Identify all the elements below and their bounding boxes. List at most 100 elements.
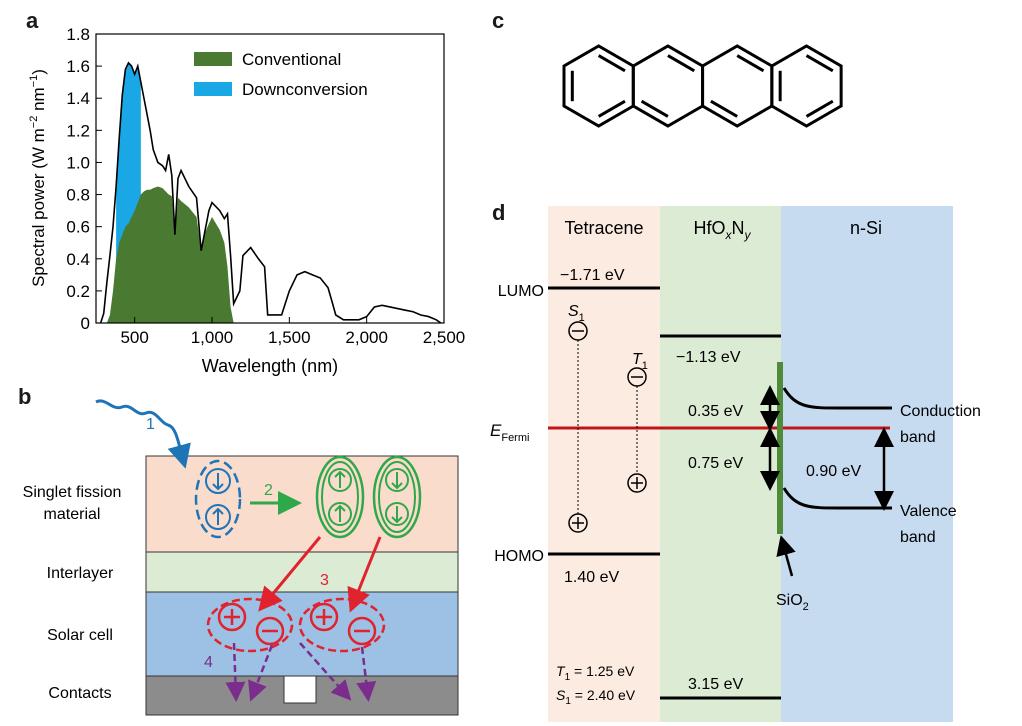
homo-label: HOMO	[494, 548, 544, 565]
valence-band-label-line1: Valence	[900, 503, 957, 520]
benzene-ring	[631, 44, 705, 128]
plus-icon	[568, 513, 588, 533]
energy-diagram: Tetracene HfOxNy n-Si LUMO −1.71 eV −1.1…	[490, 206, 981, 722]
t1-state-label: T1	[632, 351, 648, 372]
step-label-4: 4	[204, 654, 213, 671]
minus-icon	[347, 616, 377, 646]
benzene-ring	[701, 44, 774, 128]
triplet-exciton-1	[315, 455, 365, 539]
y-tick-label: 1.8	[66, 25, 90, 44]
double-bond	[710, 99, 738, 118]
benzene-ring	[770, 44, 843, 128]
spin-up-icon	[205, 504, 231, 530]
panel-letter-c: c	[492, 8, 505, 33]
x-tick-label: 2,000	[345, 328, 388, 347]
y-tick-label: 0.8	[66, 186, 90, 205]
double-bond	[805, 54, 834, 73]
plus-icon	[217, 602, 247, 632]
s1-energy: S1 = 2.40 eV	[556, 687, 636, 707]
photon-arrow	[95, 399, 191, 469]
step-label-3: 3	[320, 572, 329, 589]
x-tick-label: 1,000	[191, 328, 234, 347]
label-solar-cell: Solar cell	[47, 627, 113, 644]
tetracene-region	[548, 206, 660, 722]
label-singlet-fission-line1: Singlet fission	[23, 484, 122, 501]
y-tick-label: 0.4	[66, 250, 90, 269]
chart-frame	[95, 33, 445, 324]
y-tick-label: 0	[81, 314, 90, 333]
step-label-1: 1	[146, 416, 155, 433]
gap-value-3: 0.90 eV	[806, 463, 861, 480]
chart-legend: Conventional Downconversion	[194, 50, 368, 99]
y-axis-label: Spectral power (W m−2 nm−1)	[28, 69, 48, 287]
fermi-label: EFermi	[490, 421, 529, 444]
double-bond	[597, 99, 626, 118]
spin-up-icon	[328, 502, 352, 526]
legend-label-conventional: Conventional	[242, 50, 341, 69]
plus-icon	[309, 602, 339, 632]
y-tick-label: 1.6	[66, 57, 90, 76]
tetracene-structure	[562, 44, 843, 128]
panel-letter-d: d	[492, 200, 506, 225]
double-bond	[805, 99, 834, 118]
conduction-band	[782, 387, 892, 410]
x-axis-label: Wavelength (nm)	[202, 356, 338, 376]
panel-letter-a: a	[26, 8, 39, 33]
label-interlayer: Interlayer	[47, 565, 114, 582]
device-schematic: Singlet fission material Interlayer Sola…	[23, 399, 459, 716]
double-bond	[597, 54, 626, 73]
column-hfoxny: HfOxNy	[693, 218, 751, 242]
lumo-value: −1.71 eV	[560, 267, 625, 284]
spin-down-icon	[385, 468, 409, 492]
t1-energy: T1 = 1.25 eV	[556, 663, 635, 683]
plus-icon	[627, 473, 647, 493]
sio2-layer	[777, 362, 783, 534]
contacts-layer	[145, 675, 459, 716]
column-tetracene: Tetracene	[564, 218, 643, 238]
y-tick-label: 1.4	[66, 89, 90, 108]
valence-band	[782, 487, 892, 510]
double-bond	[667, 54, 696, 73]
nsi-region	[781, 206, 953, 722]
spin-down-icon	[205, 468, 231, 494]
transfer-arrow-1	[258, 536, 322, 612]
series-line-solar-spectrum	[99, 61, 442, 324]
homo-value: 1.40 eV	[564, 569, 619, 586]
double-bond	[736, 54, 765, 73]
s1-state-label: S1	[568, 303, 585, 324]
double-bond	[640, 99, 669, 118]
extraction-arrows	[225, 642, 377, 702]
sio2-label: SiO2	[776, 592, 809, 613]
legend-swatch-downconversion	[194, 82, 232, 96]
transfer-arrow-2	[347, 536, 382, 613]
minus-icon	[255, 616, 285, 646]
sio2-pointer	[776, 535, 796, 577]
legend-label-downconversion: Downconversion	[242, 80, 368, 99]
label-contacts: Contacts	[48, 685, 111, 702]
hfo-bottom-value: 3.15 eV	[688, 676, 743, 693]
spin-down-icon	[385, 502, 409, 526]
series-area-conventional	[100, 186, 441, 323]
gap-value-2: 0.75 eV	[688, 455, 743, 472]
label-singlet-fission-line2: material	[44, 506, 101, 523]
legend-swatch-conventional	[194, 52, 232, 66]
singlet-layer	[145, 455, 459, 553]
column-nsi: n-Si	[850, 218, 882, 238]
y-tick-label: 0.6	[66, 218, 90, 237]
hfo-top-value: −1.13 eV	[676, 349, 741, 366]
lumo-label: LUMO	[498, 283, 544, 300]
x-tick-label: 2,500	[423, 328, 466, 347]
x-tick-label: 500	[120, 328, 148, 347]
conduction-band-label-line1: Conduction	[900, 403, 981, 420]
y-tick-label: 1.2	[66, 121, 90, 140]
valence-band-label-line2: band	[900, 529, 936, 546]
gap-value-1: 0.35 eV	[688, 403, 743, 420]
eh-pair-2	[298, 597, 386, 653]
step-label-2: 2	[264, 482, 273, 499]
singlet-exciton	[194, 459, 242, 539]
y-tick-label: 1.0	[66, 153, 90, 172]
x-tick-label: 1,500	[268, 328, 311, 347]
eh-pair-1	[206, 597, 294, 653]
benzene-ring	[562, 44, 635, 128]
